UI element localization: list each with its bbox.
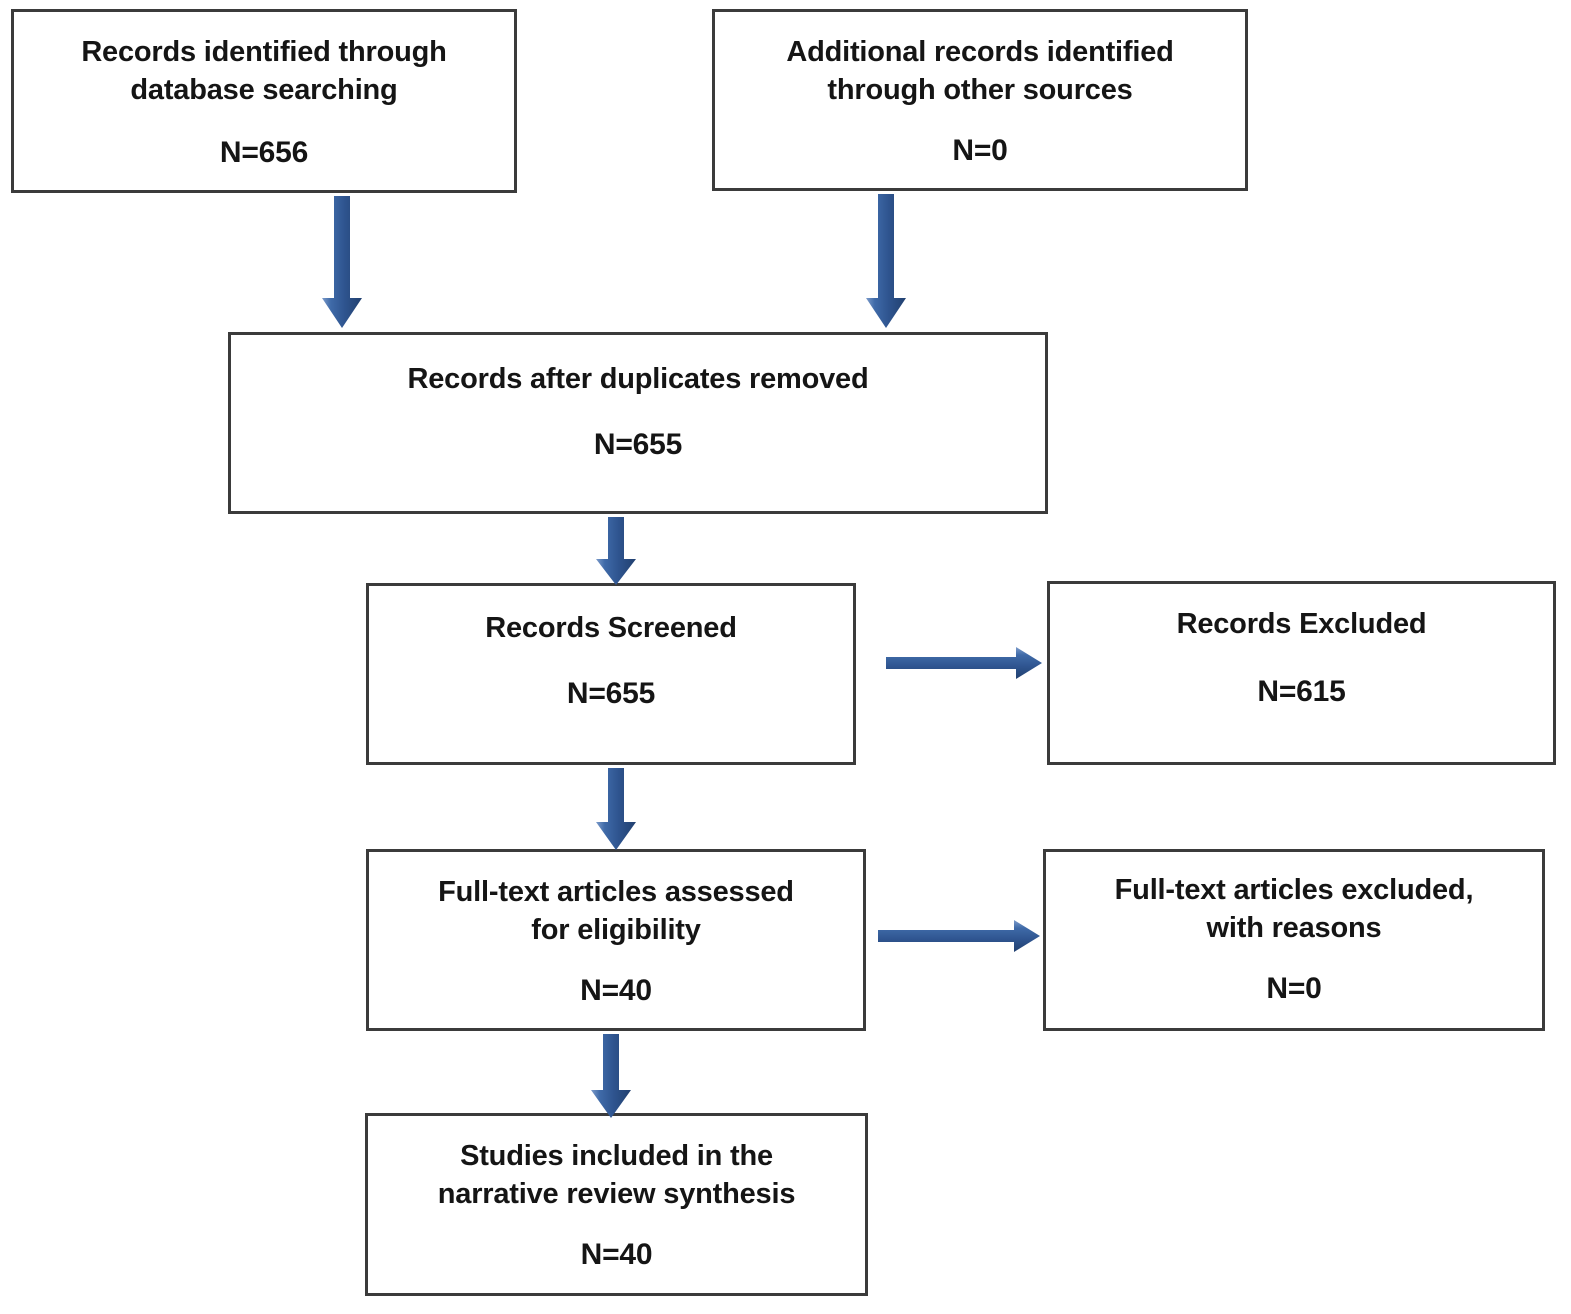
arrow-down-fulltext-to-included-icon (583, 1034, 639, 1120)
box-count: N=0 (1266, 972, 1322, 1006)
box-title: Records identified through database sear… (81, 36, 447, 106)
box-count: N=656 (219, 136, 309, 170)
box-records-after-duplicates-removed: Records after duplicates removed N=655 (228, 332, 1048, 514)
box-studies-included-narrative-review: Studies included in the narrative review… (365, 1113, 868, 1296)
box-records-screened: Records Screened N=655 (366, 583, 856, 765)
box-records-identified-database-searching: Records identified through database sear… (11, 9, 517, 193)
box-title: Records after duplicates removed (407, 363, 869, 395)
box-count: N=655 (566, 676, 656, 710)
box-additional-records-other-sources: Additional records identified through ot… (712, 9, 1248, 191)
box-title: Records Excluded (1176, 608, 1427, 640)
box-count: N=0 (952, 134, 1008, 168)
box-title: Records Screened (485, 612, 737, 644)
box-title: Studies included in the narrative review… (437, 1140, 796, 1210)
arrow-right-screened-to-excluded-icon (886, 645, 1046, 681)
box-title: Full-text articles assessed for eligibil… (438, 876, 794, 946)
arrow-down-other-sources-to-duplicates-icon (858, 194, 914, 332)
box-title: Additional records identified through ot… (786, 36, 1174, 106)
box-records-excluded: Records Excluded N=615 (1047, 581, 1556, 765)
arrow-down-screened-to-fulltext-icon (588, 768, 644, 852)
box-count: N=40 (580, 974, 652, 1008)
box-fulltext-articles-excluded: Full-text articles excluded, with reason… (1043, 849, 1545, 1031)
box-fulltext-articles-assessed: Full-text articles assessed for eligibil… (366, 849, 866, 1031)
arrow-down-db-search-to-duplicates-icon (314, 196, 370, 332)
box-count: N=655 (593, 427, 683, 461)
arrow-right-fulltext-to-fulltext-excluded-icon (878, 918, 1044, 954)
arrow-down-duplicates-to-screened-icon (588, 517, 644, 587)
box-count: N=40 (580, 1238, 653, 1272)
box-title: Full-text articles excluded, with reason… (1114, 874, 1474, 944)
box-count: N=615 (1257, 674, 1346, 708)
